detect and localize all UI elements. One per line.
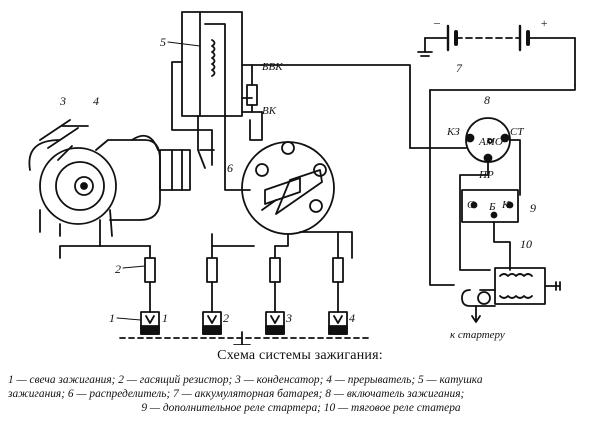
- label-b: Б: [488, 201, 496, 213]
- label-3: 3: [59, 94, 66, 108]
- label-st: СТ: [510, 126, 524, 138]
- distributor: [211, 141, 353, 259]
- label-k: К: [501, 199, 510, 211]
- plug-number-3: 3: [285, 311, 292, 325]
- label-1: 1: [109, 311, 115, 325]
- battery: [417, 24, 576, 86]
- label-bvk: БВК: [261, 61, 283, 73]
- spark-plugs: [119, 311, 369, 345]
- breaker-capacitor: [28, 119, 191, 259]
- label-c: С: [467, 199, 475, 211]
- battery-plus: +: [540, 16, 548, 30]
- label-2: 2: [115, 262, 121, 276]
- label-5: 5: [160, 35, 166, 49]
- label-pr: ПР: [478, 169, 494, 181]
- figure-caption: Схема системы зажигания:: [217, 348, 383, 363]
- label-kz: КЗ: [446, 126, 460, 138]
- figure-legend: 1 — свеча зажигания; 2 — гасящий резисто…: [8, 373, 594, 415]
- label-vk: ВК: [262, 105, 277, 117]
- legend-line-2: зажигания; 6 — распределитель; 7 — аккум…: [8, 388, 465, 400]
- battery-minus: –: [433, 15, 441, 29]
- label-9: 9: [530, 201, 536, 215]
- legend-line-1: 1 — свеча зажигания; 2 — гасящий резисто…: [8, 374, 483, 386]
- label-to-starter: к стартеру: [450, 329, 505, 341]
- label-7: 7: [456, 61, 463, 75]
- label-6: 6: [227, 161, 233, 175]
- plug-branches: [99, 231, 344, 313]
- ignition-system-diagram: 5 БВК ВК 3 4 6 7 8 КЗ СТ АМО ПР С Б К 9 …: [28, 11, 576, 345]
- label-8: 8: [484, 93, 490, 107]
- labels: 5 БВК ВК 3 4 6 7 8 КЗ СТ АМО ПР С Б К 9 …: [59, 15, 548, 341]
- label-amo: АМО: [478, 136, 503, 148]
- starter-relay: [461, 189, 519, 271]
- label-10: 10: [520, 237, 532, 251]
- traction-relay: [461, 267, 561, 323]
- plug-number-2: 2: [223, 311, 229, 325]
- ignition-switch: [409, 84, 576, 286]
- label-4: 4: [93, 94, 99, 108]
- legend-line-3: 9 — дополнительное реле стартера; 10 — т…: [141, 402, 461, 414]
- plug-number-4: 4: [349, 311, 355, 325]
- plug-number-1: 1: [162, 311, 168, 325]
- ignition-coil: [171, 11, 411, 191]
